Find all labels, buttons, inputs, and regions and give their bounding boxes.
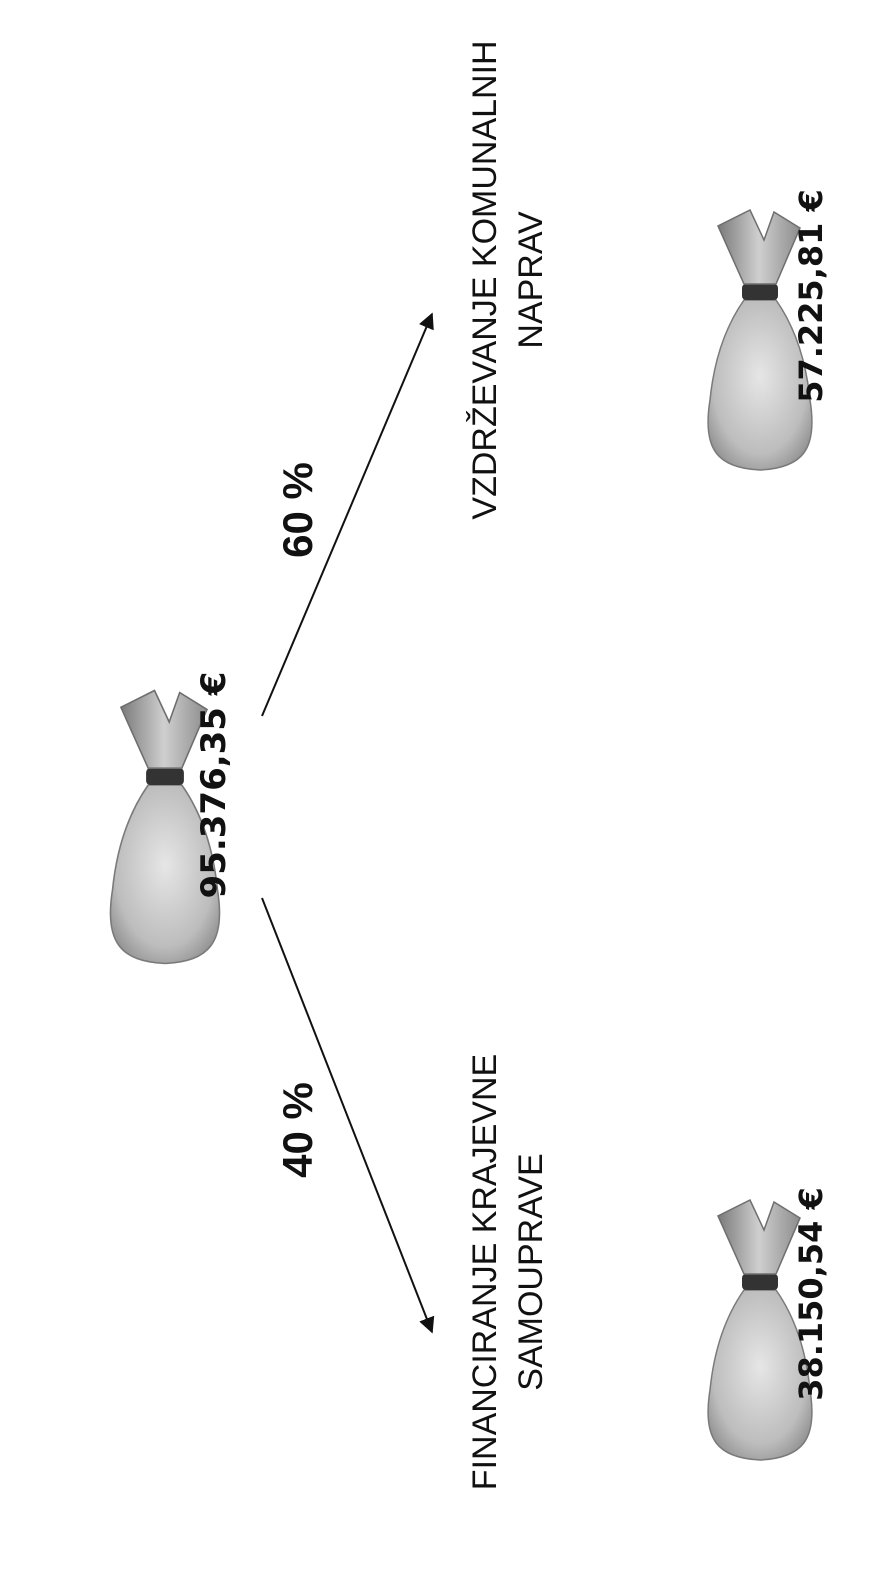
source-amount: 95.376,35 €	[194, 672, 234, 899]
label-self-government-line1: FINANCIRANJE KRAJEVNE	[466, 1054, 504, 1490]
percent-self-government: 40 %	[274, 1082, 321, 1178]
maintenance-amount: 57.225,81 €	[792, 189, 830, 403]
label-maintenance-line1: VZDRŽEVANJE KOMUNALNIH	[466, 40, 504, 519]
percent-maintenance: 60 %	[274, 462, 321, 558]
arrow-to-self-government	[261, 897, 435, 1334]
arrow-to-maintenance	[261, 312, 434, 717]
label-maintenance-line2: NAPRAV	[512, 211, 550, 349]
self-government-amount: 38.150,54 €	[792, 1187, 830, 1401]
label-self-government-line2: SAMOUPRAVE	[512, 1153, 550, 1390]
